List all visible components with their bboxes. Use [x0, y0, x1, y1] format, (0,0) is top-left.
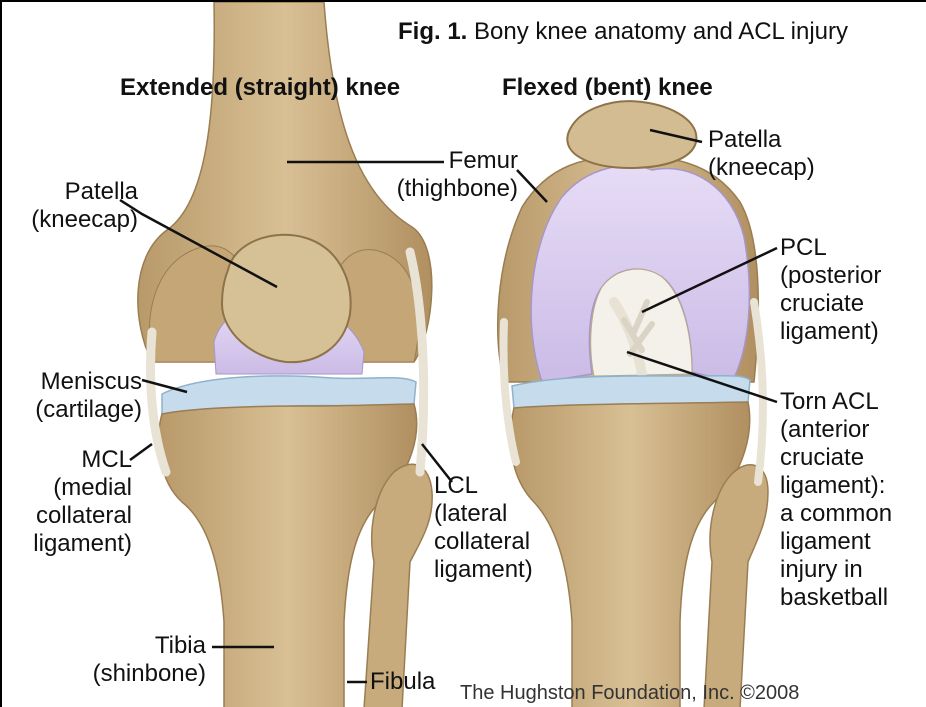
label-line: Patella [18, 178, 138, 206]
label-line: Patella [708, 126, 815, 154]
figure-number: Fig. 1. [398, 18, 467, 45]
label-line: a common [780, 500, 892, 528]
patella-left-bone [222, 235, 351, 362]
label-fibula: Fibula [370, 668, 435, 696]
label-line: collateral [434, 528, 533, 556]
label-line: Tibia [62, 632, 206, 660]
label-line: Femur [374, 147, 518, 175]
label-line: cruciate [780, 290, 881, 318]
label-line: (posterior [780, 262, 881, 290]
label-tibia: Tibia (shinbone) [62, 632, 206, 688]
label-line: LCL [434, 472, 533, 500]
figure-caption: Bony knee anatomy and ACL injury [474, 18, 848, 45]
label-line: (lateral [434, 500, 533, 528]
label-line: ligament): [780, 472, 892, 500]
label-line: ligament) [12, 530, 132, 558]
figure-title: Fig. 1. Bony knee anatomy and ACL injury [392, 18, 854, 46]
label-line: basketball [780, 584, 892, 612]
label-mcl: MCL (medial collateral ligament) [12, 446, 132, 558]
label-meniscus: Meniscus (cartilage) [12, 368, 142, 424]
label-line: Meniscus [12, 368, 142, 396]
right-lateral-ligament [754, 302, 763, 482]
label-line: ligament [780, 528, 892, 556]
label-line: injury in [780, 556, 892, 584]
label-line: PCL [780, 234, 881, 262]
extended-knee [138, 2, 432, 707]
label-line: (kneecap) [18, 206, 138, 234]
credit-line: The Hughston Foundation, Inc. ©2008 [460, 682, 799, 705]
label-lcl: LCL (lateral collateral ligament) [434, 472, 533, 584]
label-line: ligament) [434, 556, 533, 584]
label-line: MCL [12, 446, 132, 474]
label-line: Torn ACL [780, 388, 892, 416]
label-patella-right: Patella (kneecap) [708, 126, 815, 182]
label-line: (medial [12, 474, 132, 502]
label-line: (shinbone) [62, 660, 206, 688]
label-line: Fibula [370, 668, 435, 696]
label-femur: Femur (thighbone) [374, 147, 518, 203]
label-line: (cartilage) [12, 396, 142, 424]
mcl-leader [130, 444, 152, 460]
patella-right-bone [567, 101, 696, 168]
label-line: ligament) [780, 318, 881, 346]
label-line: (anterior [780, 416, 892, 444]
label-line: (thighbone) [374, 175, 518, 203]
heading-flexed: Flexed (bent) knee [502, 74, 713, 102]
heading-extended: Extended (straight) knee [120, 74, 400, 102]
label-patella-left: Patella (kneecap) [18, 178, 138, 234]
label-line: cruciate [780, 444, 892, 472]
label-line: (kneecap) [708, 154, 815, 182]
label-pcl: PCL (posterior cruciate ligament) [780, 234, 881, 346]
label-torn-acl: Torn ACL (anterior cruciate ligament): a… [780, 388, 892, 612]
label-line: collateral [12, 502, 132, 530]
